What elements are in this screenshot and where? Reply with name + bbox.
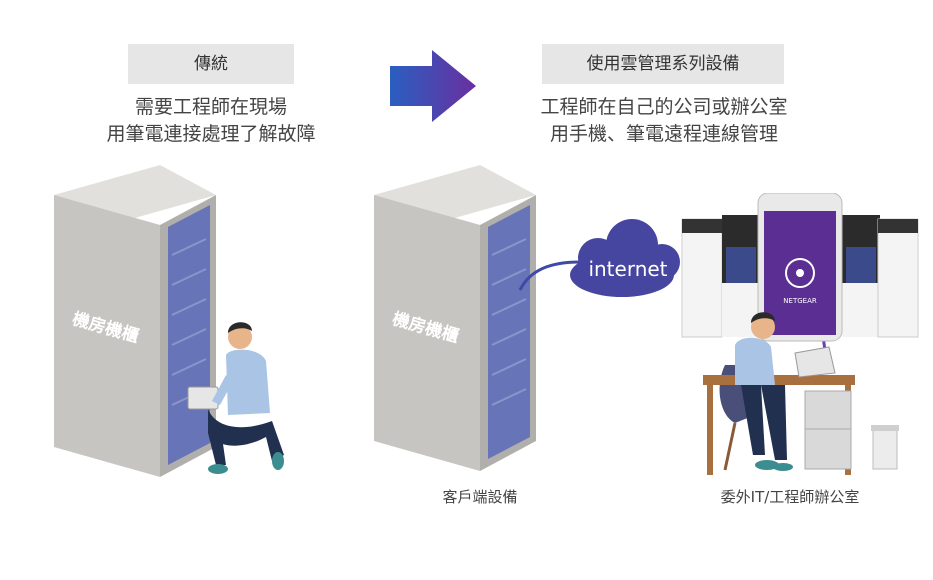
mobile-app-screens: NETGEAR: [681, 193, 919, 342]
filing-cabinet: [804, 390, 852, 470]
traditional-desc-line2: 用筆電連接處理了解故障: [106, 123, 316, 145]
cloud-icon: [570, 219, 680, 297]
traditional-title: 傳統: [128, 44, 294, 84]
office-scene: [703, 312, 899, 475]
engineer-figure: [187, 322, 284, 474]
cloud-desc-line1: 工程師在自己的公司或辦公室: [540, 96, 788, 118]
internet-label: internet: [588, 257, 667, 281]
cloud-title: 使用雲管理系列設備: [542, 44, 784, 84]
traditional-scene: 機房機櫃: [54, 165, 284, 477]
laptop-icon: [794, 346, 836, 378]
caption-outsourced-it-office: 委外IT/工程師辦公室: [720, 488, 860, 506]
phone-icon: [757, 193, 843, 342]
client-server-rack: [374, 165, 536, 471]
cloud-desc-line2: 用手機、筆電遠程連線管理: [549, 123, 778, 145]
phone-brand-label: NETGEAR: [783, 297, 817, 305]
caption-client-equipment: 客戶端設備: [442, 488, 518, 506]
traditional-desc-line1: 需要工程師在現場: [134, 96, 287, 118]
trash-bin-icon: [871, 425, 899, 470]
client-scene: 機房機櫃: [374, 165, 536, 471]
arrow-right-icon: [390, 50, 476, 122]
engineer-at-desk: [735, 312, 793, 471]
